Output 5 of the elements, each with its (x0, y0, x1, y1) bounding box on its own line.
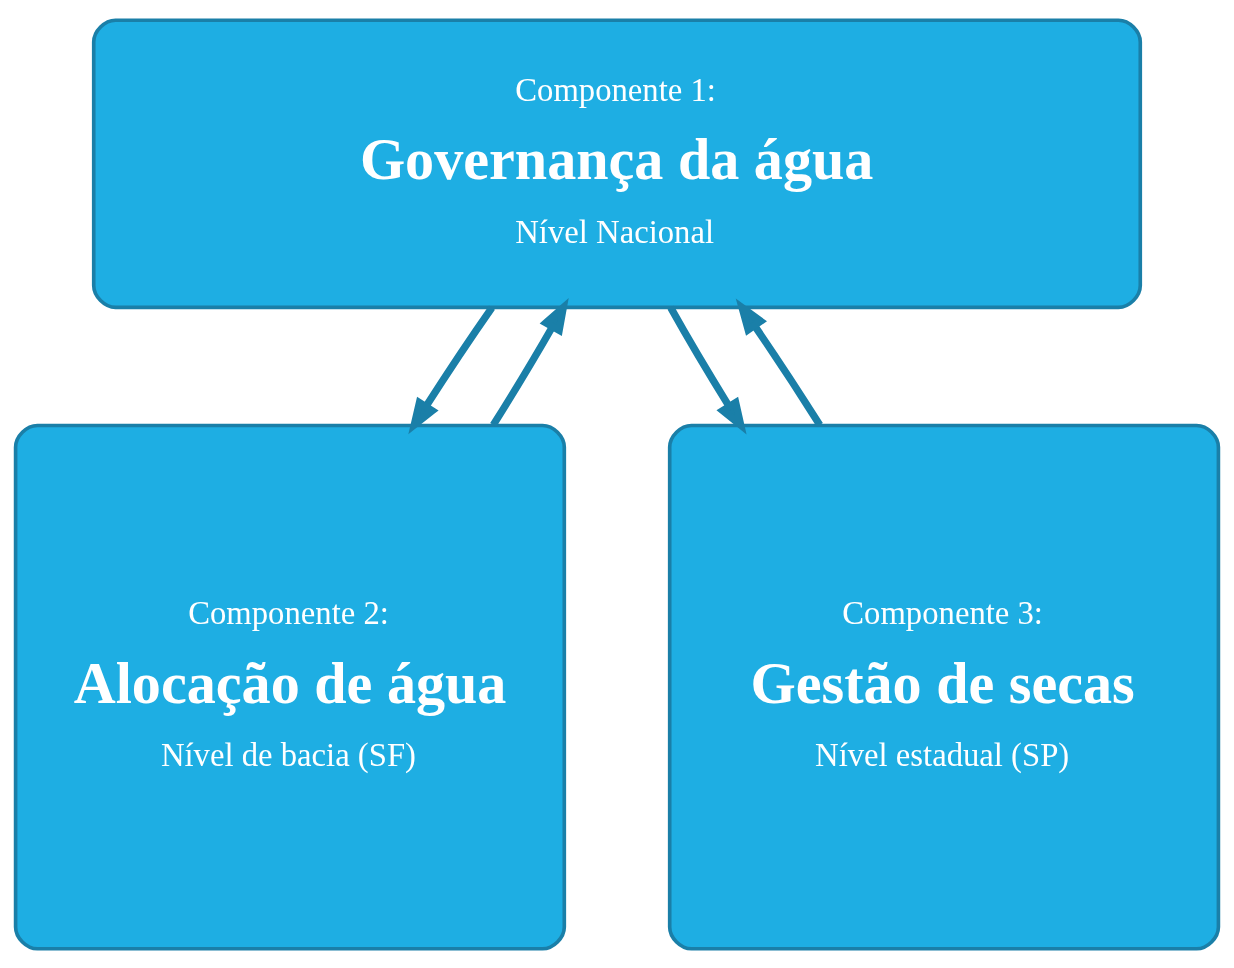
arrow (735, 298, 823, 427)
node-box: Componente 2: Alocação de água Nível de bacia (SF) (13, 423, 567, 951)
arrow (490, 297, 569, 427)
node-box: Componente 1: Governança da água Nível Nacional (91, 17, 1143, 309)
node-box: Componente 3: Gestão de secas Nível estadual (SP) (667, 423, 1221, 951)
